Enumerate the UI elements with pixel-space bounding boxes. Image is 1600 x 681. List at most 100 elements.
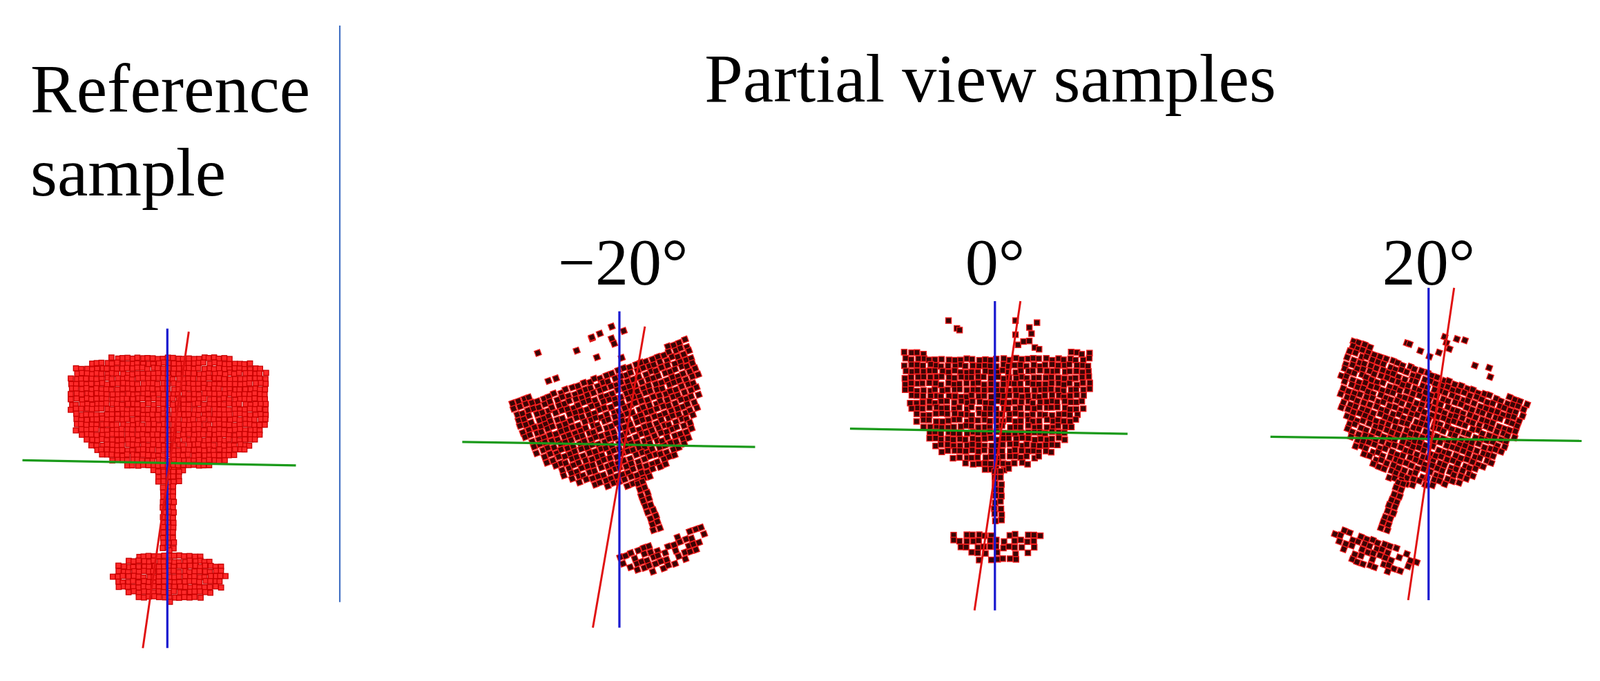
- point-marker: [945, 447, 951, 453]
- point-marker: [216, 375, 221, 381]
- point-marker: [109, 386, 114, 392]
- point-marker: [926, 379, 933, 386]
- point-marker: [84, 437, 90, 442]
- point-marker: [671, 365, 679, 373]
- point-marker: [180, 421, 186, 427]
- point-marker: [1073, 362, 1080, 369]
- point-marker: [99, 415, 105, 421]
- point-marker: [988, 394, 994, 400]
- point-marker: [131, 588, 137, 594]
- point-marker: [560, 471, 567, 479]
- point-marker: [920, 368, 927, 375]
- point-marker: [552, 374, 560, 382]
- point-marker: [661, 548, 669, 556]
- point-marker: [216, 411, 222, 417]
- point-marker: [119, 447, 125, 453]
- point-marker: [181, 594, 187, 600]
- point-marker: [252, 390, 257, 396]
- point-marker: [908, 380, 915, 387]
- point-marker: [211, 406, 217, 412]
- point-marker: [619, 560, 627, 567]
- point-marker: [932, 386, 938, 393]
- point-marker: [1000, 381, 1007, 387]
- point-marker: [190, 416, 196, 422]
- point-marker: [1035, 355, 1042, 362]
- point-marker: [695, 538, 703, 546]
- point-marker: [1031, 387, 1038, 393]
- point-marker: [1043, 374, 1049, 381]
- point-marker: [200, 416, 206, 422]
- point-marker: [1037, 436, 1044, 442]
- point-marker: [151, 375, 157, 381]
- point-marker: [611, 433, 619, 441]
- point-marker: [902, 386, 909, 393]
- point-marker: [928, 392, 934, 399]
- point-marker: [1080, 392, 1087, 398]
- point-marker: [1068, 423, 1074, 430]
- point-marker: [964, 442, 970, 449]
- point-marker: [73, 427, 79, 433]
- point-marker: [1066, 368, 1073, 375]
- point-marker: [187, 557, 192, 563]
- point-marker: [160, 529, 166, 535]
- point-marker: [113, 421, 119, 427]
- point-marker: [1054, 404, 1060, 411]
- point-marker: [145, 452, 151, 458]
- point-marker: [170, 354, 176, 360]
- point-marker: [645, 494, 653, 502]
- point-marker: [932, 435, 939, 441]
- point-marker: [968, 374, 975, 380]
- point-marker: [544, 377, 552, 384]
- point-marker: [975, 393, 982, 400]
- point-marker: [211, 391, 217, 397]
- point-marker: [975, 448, 982, 455]
- point-marker: [939, 368, 946, 374]
- point-marker: [68, 396, 74, 402]
- point-marker: [216, 578, 222, 584]
- point-marker: [593, 353, 601, 361]
- point-marker: [145, 437, 151, 442]
- point-marker: [951, 368, 958, 374]
- point-marker: [956, 404, 962, 411]
- point-marker: [263, 381, 268, 387]
- point-marker: [1062, 437, 1068, 443]
- point-marker: [241, 446, 247, 452]
- point-marker: [1060, 418, 1067, 424]
- point-marker: [1055, 380, 1062, 387]
- point-marker: [109, 354, 114, 360]
- point-marker: [140, 375, 146, 381]
- point-marker: [999, 367, 1006, 373]
- point-marker: [640, 550, 648, 558]
- point-marker: [160, 540, 166, 545]
- point-marker: [952, 357, 958, 363]
- point-marker: [919, 362, 926, 369]
- point-marker: [227, 381, 233, 387]
- point-marker: [226, 411, 232, 417]
- point-marker: [969, 435, 976, 442]
- point-marker: [649, 567, 657, 575]
- point-marker: [171, 380, 177, 386]
- point-marker: [1055, 387, 1061, 393]
- point-marker: [93, 396, 99, 402]
- point-marker: [908, 374, 914, 380]
- point-marker: [1055, 374, 1061, 381]
- point-marker: [156, 447, 161, 453]
- point-marker: [124, 396, 130, 402]
- point-marker: [263, 370, 269, 375]
- point-marker: [946, 379, 952, 386]
- point-marker: [573, 346, 581, 354]
- point-marker: [256, 406, 262, 411]
- point-marker: [231, 371, 237, 377]
- point-marker: [939, 387, 946, 393]
- point-marker: [534, 349, 542, 357]
- point-marker: [664, 561, 672, 569]
- point-marker: [263, 406, 268, 412]
- point-marker: [208, 573, 214, 578]
- point-marker: [1011, 399, 1018, 405]
- point-marker: [246, 396, 252, 402]
- point-marker: [196, 386, 201, 391]
- point-marker: [196, 426, 201, 432]
- point-marker: [1013, 392, 1020, 398]
- point-marker: [681, 555, 689, 563]
- point-marker: [191, 594, 197, 600]
